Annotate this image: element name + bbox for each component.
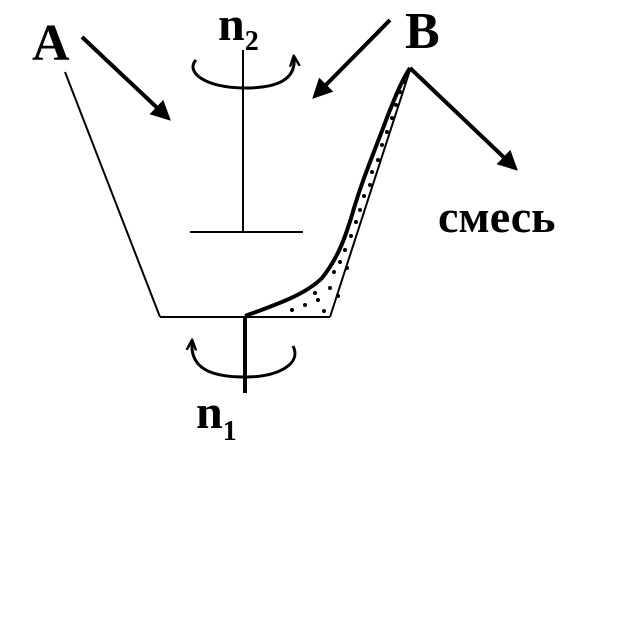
label-bottom-speed: n1 (196, 386, 237, 447)
label-top-speed-subscript: 2 (245, 26, 259, 57)
vessel-right-wall (329, 69, 411, 318)
label-inlet-b: B (405, 3, 440, 60)
bottom-rotation-arrow (192, 342, 297, 379)
mixture-film-curve (244, 66, 412, 318)
label-top-speed: n2 (218, 0, 259, 57)
top-rotation-arrow (191, 58, 294, 90)
inlet-a-arrow (80, 35, 171, 121)
label-bottom-speed-symbol: n (196, 386, 223, 439)
outlet-arrow (408, 66, 518, 171)
label-top-speed-symbol: n (218, 0, 245, 51)
label-inlet-a: A (32, 15, 70, 72)
inlet-b-arrow (312, 18, 392, 99)
vessel-left-wall (64, 71, 161, 318)
mixture-particles (290, 80, 406, 313)
label-bottom-speed-subscript: 1 (223, 416, 237, 447)
label-outlet: смесь (438, 191, 555, 242)
